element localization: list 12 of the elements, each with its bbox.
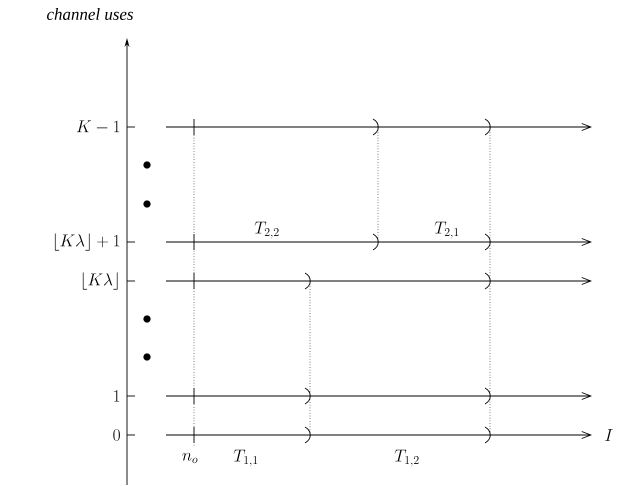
axis-title: channel uses: [47, 8, 133, 20]
axis-label: $\lfloor K\lambda \rfloor +1$: [54, 233, 120, 251]
axis-label: $\lfloor K\lambda \rfloor$: [82, 272, 118, 290]
axis-label: $T_{2,1}$: [434, 222, 458, 238]
axis-label: $0$: [113, 429, 120, 441]
axis-label: $T_{2,2}$: [254, 222, 279, 238]
axis-label: $n_o$: [182, 452, 198, 464]
axis-label: $T_{1,2}$: [394, 450, 419, 466]
axis-label: $T_{1,1}$: [234, 450, 258, 466]
axis-label: $I$: [605, 429, 613, 441]
axis-label: $K-1$: [76, 120, 120, 132]
axis-label: $1$: [114, 390, 120, 402]
